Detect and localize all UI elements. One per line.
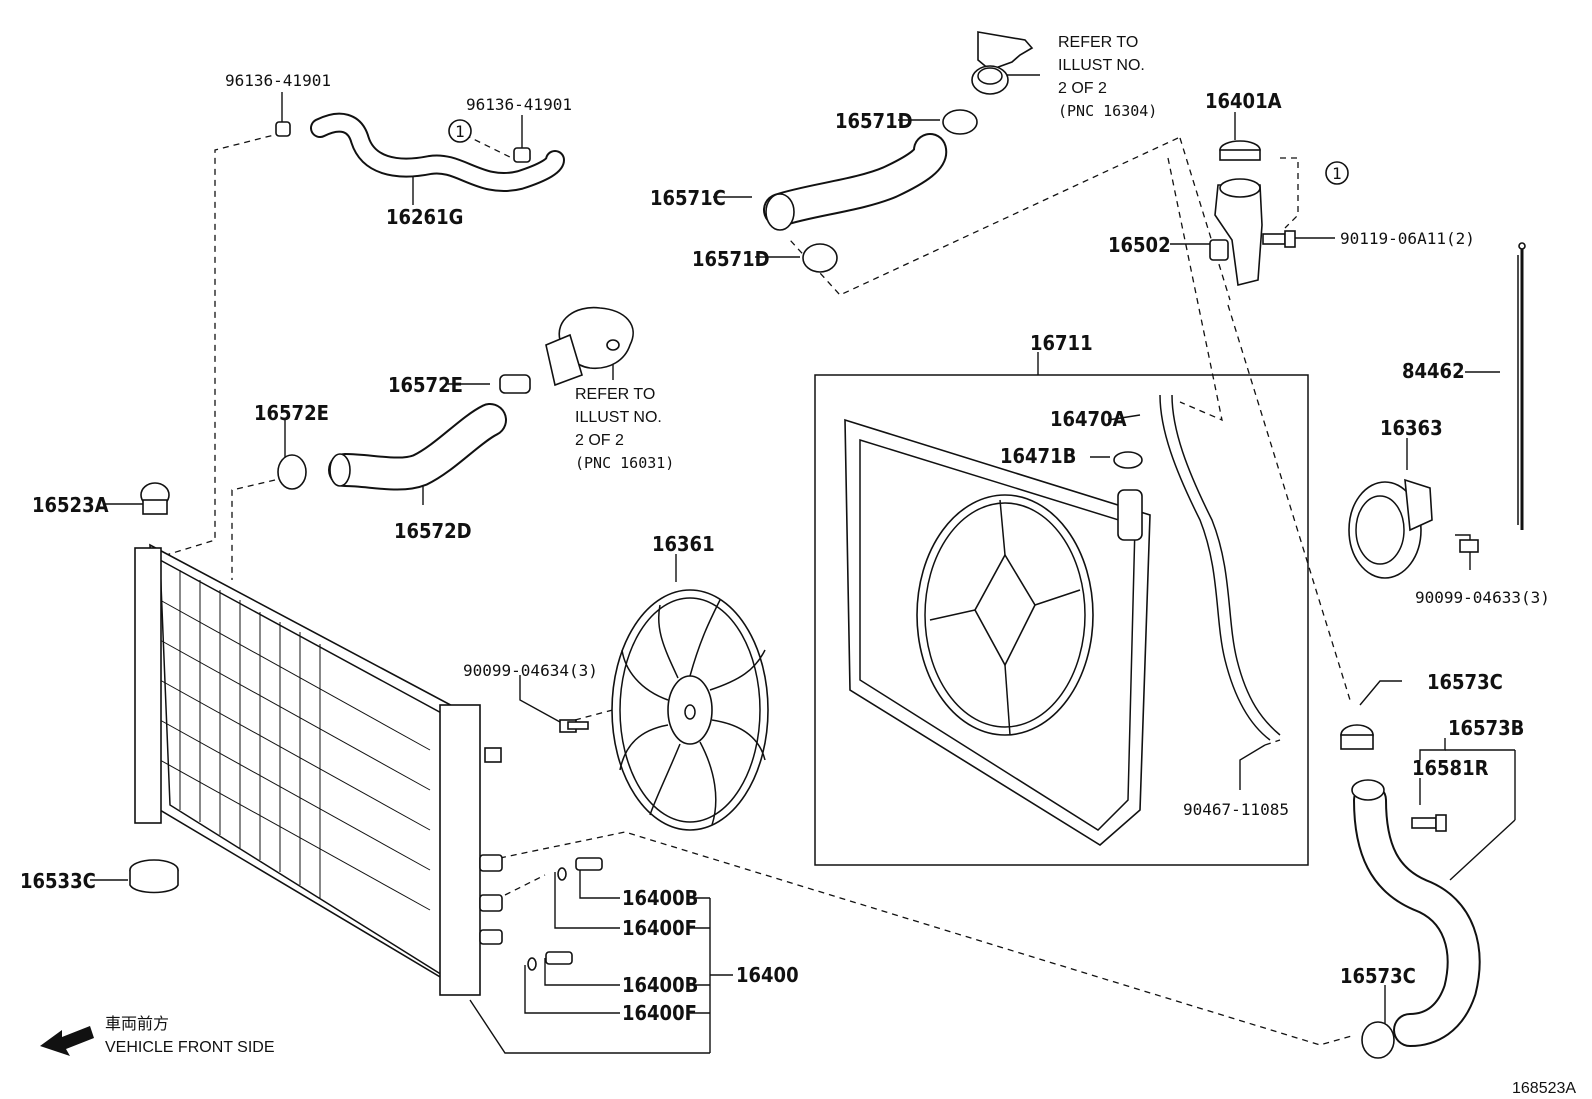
- water-outlet-16304-icon: [971, 31, 1034, 95]
- label-16502: 16502: [1108, 233, 1171, 257]
- label-84462: 84462: [1402, 359, 1465, 383]
- radiator-16400[interactable]: [134, 543, 503, 996]
- hose-16573b[interactable]: [1351, 779, 1481, 1047]
- circle-marker-1-b: 1: [1325, 161, 1349, 185]
- label-16400: 16400: [736, 963, 799, 987]
- fan-assembly-16711-box[interactable]: [814, 374, 1309, 866]
- leader-lines: [90, 74, 1516, 1054]
- label-90467: 90467-11085: [1183, 800, 1289, 819]
- label-16571d-top: 16571D: [835, 109, 913, 133]
- svg-text:2 OF 2: 2 OF 2: [575, 432, 624, 449]
- svg-text:1: 1: [455, 122, 465, 141]
- clamp-icon: [275, 121, 531, 163]
- label-16470a: 16470A: [1050, 407, 1127, 431]
- label-96136-b: 96136-41901: [466, 95, 572, 114]
- part-labels: 96136-41901 96136-41901 16261G 16571D 16…: [20, 71, 1550, 1025]
- svg-text:ILLUST NO.: ILLUST NO.: [575, 409, 662, 426]
- label-90099-04634: 90099-04634(3): [463, 661, 598, 680]
- svg-text:REFER TO: REFER TO: [1058, 34, 1138, 51]
- water-inlet-16031-icon: [545, 306, 634, 387]
- label-90119: 90119-06A11(2): [1340, 229, 1475, 248]
- label-96136-a: 96136-41901: [225, 71, 331, 90]
- label-16571c: 16571C: [650, 186, 726, 210]
- label-16572e-left: 16572E: [254, 401, 329, 425]
- radiator-fins: [159, 570, 431, 911]
- drain-cock-16400b-icon: [527, 857, 603, 971]
- label-16581r: 16581R: [1412, 756, 1489, 780]
- label-16400f-2: 16400F: [622, 1001, 697, 1025]
- label-16361: 16361: [652, 532, 715, 556]
- filler-neck-16502-icon: [1209, 178, 1263, 286]
- hose-16571c[interactable]: [763, 133, 948, 231]
- cushion-16533c-icon: [129, 859, 179, 894]
- label-16572d: 16572D: [394, 519, 472, 543]
- hose-16572d[interactable]: [328, 403, 507, 491]
- svg-text:車両前方: 車両前方: [105, 1015, 169, 1033]
- refer-note-16304: REFER TO ILLUST NO. 2 OF 2 (PNC 16304): [1058, 34, 1157, 120]
- support-rod-84462-icon: [1517, 242, 1526, 530]
- fan-motor-16363-icon: [1348, 478, 1479, 579]
- svg-text:ILLUST NO.: ILLUST NO.: [1058, 57, 1145, 74]
- label-16711: 16711: [1030, 331, 1093, 355]
- fan-16361[interactable]: [611, 589, 769, 831]
- clamp-16571d-icon: [802, 109, 978, 273]
- label-16573b: 16573B: [1448, 716, 1524, 740]
- label-16533c: 16533C: [20, 869, 96, 893]
- label-16573c-top: 16573C: [1427, 670, 1503, 694]
- svg-text:1: 1: [1332, 164, 1342, 183]
- svg-text:VEHICLE FRONT SIDE: VEHICLE FRONT SIDE: [105, 1039, 275, 1056]
- vehicle-front-caption: 車両前方 VEHICLE FRONT SIDE: [105, 1015, 275, 1056]
- bolt-16581r-icon: [1411, 814, 1447, 832]
- label-16572e-top: 16572E: [388, 373, 463, 397]
- label-16400b-2: 16400B: [622, 973, 698, 997]
- label-16400f-1: 16400F: [622, 916, 697, 940]
- circle-marker-1-a: 1: [448, 119, 472, 143]
- label-90099-04633: 90099-04633(3): [1415, 588, 1550, 607]
- bolt-90119-icon: [1262, 230, 1296, 248]
- label-16363: 16363: [1380, 416, 1443, 440]
- label-16261g: 16261G: [386, 205, 463, 229]
- mount-16523a-icon: [140, 482, 170, 515]
- refer-note-16031: REFER TO ILLUST NO. 2 OF 2 (PNC 16031): [575, 386, 674, 472]
- vehicle-front-arrow-icon: [40, 1026, 94, 1056]
- label-16571d-bottom: 16571D: [692, 247, 770, 271]
- svg-text:(PNC 16031): (PNC 16031): [575, 454, 674, 472]
- svg-text:2 OF 2: 2 OF 2: [1058, 80, 1107, 97]
- clamp-16573c-icon: [1340, 724, 1395, 1059]
- radiator-cap-16401a-icon: [1219, 140, 1261, 161]
- clamp-16572e-icon: [277, 374, 531, 490]
- label-16523a: 16523A: [32, 493, 109, 517]
- label-16400b-1: 16400B: [622, 886, 698, 910]
- svg-text:REFER TO: REFER TO: [575, 386, 655, 403]
- diagram-id: 168523A: [1512, 1080, 1576, 1097]
- screw-90099-04634-icon: [559, 719, 589, 733]
- label-16471b: 16471B: [1000, 444, 1076, 468]
- svg-text:(PNC 16304): (PNC 16304): [1058, 102, 1157, 120]
- label-16401a: 16401A: [1205, 89, 1282, 113]
- label-16573c-bottom: 16573C: [1340, 964, 1416, 988]
- hose-16261g[interactable]: [310, 112, 565, 192]
